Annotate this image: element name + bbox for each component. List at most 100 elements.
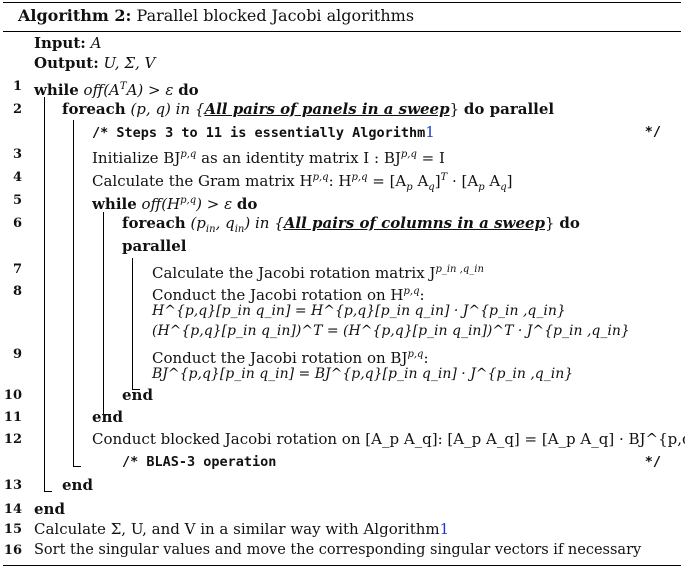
algorithm-box xyxy=(3,2,681,566)
math-sup: p,q xyxy=(403,286,420,297)
line-number: 7 xyxy=(12,262,22,277)
text: ] xyxy=(434,172,441,190)
text: = I xyxy=(416,149,445,167)
comment-close: */ xyxy=(644,454,661,470)
math: ) in { xyxy=(244,214,284,232)
line-6: 6 foreach (pin, qin) in {All pairs of co… xyxy=(0,212,685,235)
kw-end: end xyxy=(34,500,65,518)
kw-while: while xyxy=(34,81,79,99)
kw-do: do xyxy=(236,195,258,213)
line-number: 6 xyxy=(12,216,22,231)
kw-foreach: foreach xyxy=(62,100,126,118)
math: } xyxy=(449,100,460,118)
math: (p xyxy=(190,214,206,232)
line-8: 8 Conduct the Jacobi rotation on Hp,q: xyxy=(0,280,685,304)
text: A xyxy=(484,172,501,190)
line-5: 5 while off(Hp,q) > ε do xyxy=(0,189,685,213)
line-11: 11 end xyxy=(0,406,685,429)
foreach-block-bar xyxy=(73,120,74,466)
algorithm-ref-link: 1 xyxy=(439,520,450,538)
line-8b: (H^{p,q}[p_in q_in])^T = (H^{p,q}[p_in q… xyxy=(0,320,685,343)
text: = [A xyxy=(367,172,407,190)
math-sub: in xyxy=(205,224,216,235)
text: ] xyxy=(506,172,513,190)
text: : xyxy=(423,349,429,367)
line-13: 13 end xyxy=(0,474,685,497)
line-number: 14 xyxy=(3,502,22,517)
math-sup: p,q xyxy=(400,149,417,160)
line-9: 9 Conduct the Jacobi rotation on BJp,q: xyxy=(0,343,685,367)
line-number: 4 xyxy=(12,170,22,185)
kw-end: end xyxy=(122,386,153,404)
inner-while-tick xyxy=(103,414,111,415)
line-4: 4 Calculate the Gram matrix Hp,q: Hp,q =… xyxy=(0,166,685,193)
input-keyword: Input: xyxy=(34,34,86,52)
text: Calculate the Gram matrix H xyxy=(92,172,313,190)
math-sup: T xyxy=(119,81,127,92)
line-1: 1 while off(ATA) > ε do xyxy=(0,75,685,99)
math-sup: p,q xyxy=(351,172,368,183)
line-10: 10 end xyxy=(0,384,685,407)
inner-foreach-tick xyxy=(132,389,140,390)
equation-h: H^{p,q}[p_in q_in] = H^{p,q}[p_in q_in] … xyxy=(152,303,566,319)
text: Conduct the Jacobi rotation on BJ xyxy=(152,349,408,367)
line-number: 16 xyxy=(3,543,22,558)
line-number: 10 xyxy=(3,388,22,403)
line-7: 7 Calculate the Jacobi rotation matrix J… xyxy=(0,258,685,282)
text: A xyxy=(412,172,429,190)
text: : H xyxy=(328,172,352,190)
math: off(A xyxy=(83,81,120,99)
line-number: 15 xyxy=(3,522,22,537)
math-sub: in xyxy=(234,224,245,235)
line-16: 16 Sort the singular values and move the… xyxy=(0,539,685,562)
algorithm-caption: Algorithm 2: Parallel blocked Jacobi alg… xyxy=(18,4,414,27)
text: Calculate the Jacobi rotation matrix J xyxy=(152,264,436,282)
comment-text: /* Steps 3 to 11 is essentially Algorith… xyxy=(92,125,426,141)
line-6-cont: parallel xyxy=(0,235,685,258)
comment-text: /* BLAS-3 operation xyxy=(122,454,277,470)
output-value: U, Σ, V xyxy=(103,54,156,72)
kw-foreach: foreach xyxy=(122,214,186,232)
algorithm-ref-link: 1 xyxy=(425,123,435,141)
line-number: 8 xyxy=(12,284,22,299)
input-value: A xyxy=(90,34,102,52)
inner-while-bar xyxy=(103,212,104,414)
text: as an identity matrix I : BJ xyxy=(196,149,401,167)
algorithm-label: Algorithm 2: xyxy=(18,6,132,25)
math-sup: T xyxy=(440,172,448,183)
equation-bj: BJ^{p,q}[p_in q_in] = BJ^{p,q}[p_in q_in… xyxy=(152,366,574,382)
line-15: 15 Calculate Σ, U, and V in a similar wa… xyxy=(0,518,685,541)
text: Initialize BJ xyxy=(92,149,181,167)
math-sup: p,q xyxy=(180,149,197,160)
kw-end: end xyxy=(62,476,93,494)
while-block-tick xyxy=(44,491,52,492)
kw-do: do xyxy=(178,81,199,99)
output-line: Output: U, Σ, V xyxy=(0,52,685,75)
line-3: 3 Initialize BJp,q as an identity matrix… xyxy=(0,143,685,167)
math-sup: p,q xyxy=(180,195,197,206)
algorithm-title: Parallel blocked Jacobi algorithms xyxy=(136,6,415,25)
kw-do-parallel: do parallel xyxy=(463,100,555,118)
line-number: 1 xyxy=(12,79,22,94)
math-sup: p_in ,q_in xyxy=(435,264,484,275)
kw-end: end xyxy=(92,408,123,426)
text: Calculate Σ, U, and V in a similar way w… xyxy=(34,520,440,538)
line-number: 9 xyxy=(12,347,22,362)
comment-close: */ xyxy=(644,124,661,140)
text: Conduct the Jacobi rotation on H xyxy=(152,286,404,304)
kw-parallel: parallel xyxy=(122,237,187,255)
set-panels: All pairs of panels in a sweep xyxy=(204,100,450,118)
input-line: Input: A xyxy=(0,32,685,55)
comment-line: /* Steps 3 to 11 is essentially Algorith… xyxy=(0,121,685,144)
line-9a: BJ^{p,q}[p_in q_in] = BJ^{p,q}[p_in q_in… xyxy=(0,363,685,386)
line-number: 11 xyxy=(3,410,22,425)
math: (p, q) in { xyxy=(130,100,205,118)
inner-foreach-bar xyxy=(132,258,133,389)
kw-do: do xyxy=(559,214,580,232)
math-sup: p,q xyxy=(407,349,424,360)
comment2-line: /* BLAS-3 operation */ xyxy=(0,451,685,474)
line-number: 3 xyxy=(12,147,22,162)
text: : xyxy=(419,286,425,304)
line-number: 12 xyxy=(3,432,22,447)
math-sub: p xyxy=(406,182,413,193)
